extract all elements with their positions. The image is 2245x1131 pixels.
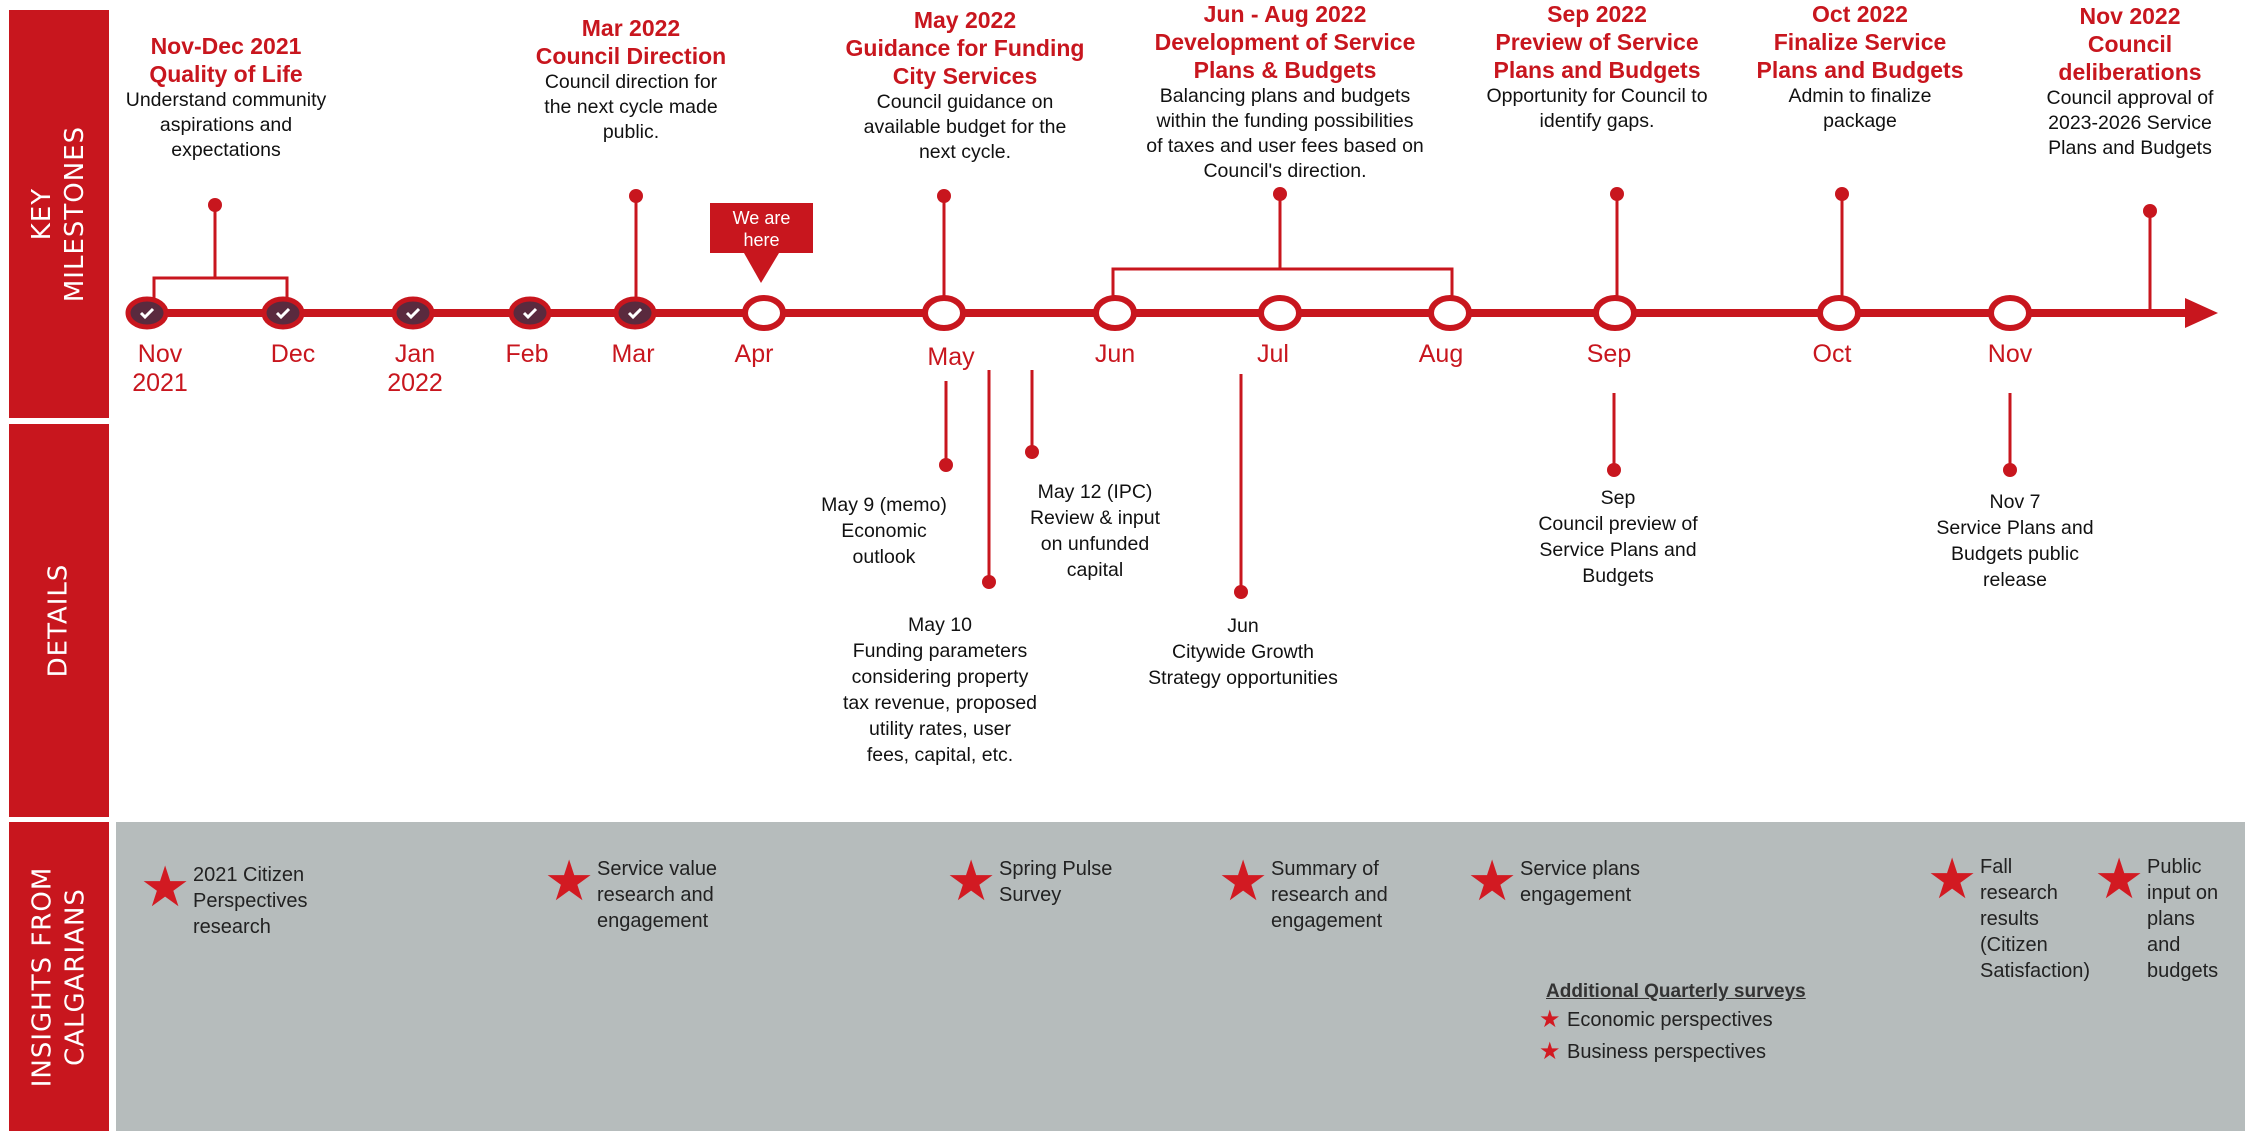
milestone-title: Mar 2022 Council Direction	[535, 15, 727, 69]
star-icon: ★	[140, 855, 191, 918]
milestone-description: Understand community aspirations and exp…	[125, 89, 327, 161]
milestone-pin-dots	[208, 187, 2157, 218]
star-icon: ★	[1467, 849, 1518, 912]
month-label-jul: Jul	[1257, 340, 1289, 368]
milestone-nov-2022: Nov 2022 Council deliberations Council a…	[2047, 2, 2214, 161]
insight-text: Public input on plans and budgets	[2147, 856, 2219, 982]
section-label-insights: INSIGHTS FROM CALGARIANS	[27, 866, 90, 1087]
month-label-may: May	[927, 343, 975, 371]
insight-service-plans-engagement: ★ Service plans engagement	[1467, 849, 1641, 912]
month-label-sep: Sep	[1586, 340, 1632, 368]
additional-surveys-heading: Additional Quarterly surveys	[1546, 981, 1806, 1002]
milestone-sep-2022: Sep 2022 Preview of Service Plans and Bu…	[1486, 0, 1707, 134]
month-label-jan-2022: Jan 2022	[387, 340, 443, 397]
milestone-title: Nov 2022 Council deliberations	[2058, 3, 2202, 85]
milestone-description: Council direction for the next cycle mad…	[544, 71, 718, 143]
star-icon: ★	[2094, 847, 2145, 910]
month-label-feb: Feb	[505, 340, 549, 368]
timeline-arrowhead	[2185, 298, 2218, 328]
detail-nov-7: Nov 7 Service Plans and Budgets public r…	[1936, 491, 2094, 591]
star-icon: ★	[1539, 1006, 1561, 1033]
month-label-dec: Dec	[270, 340, 316, 368]
month-label-aug: Aug	[1418, 340, 1464, 368]
month-label-nov: Nov	[1987, 340, 2033, 368]
milestone-oct-2022: Oct 2022 Finalize Service Plans and Budg…	[1756, 0, 1963, 134]
milestone-description: Balancing plans and budgets within the f…	[1146, 85, 1424, 182]
insight-text: Service value research and engagement	[597, 858, 718, 932]
survey-item-label: Business perspectives	[1567, 1041, 1766, 1063]
star-icon: ★	[1218, 849, 1269, 912]
insight-service-value: ★ Service value research and engagement	[544, 849, 718, 934]
milestone-nov-dec-2021: Nov-Dec 2021 Quality of Life Understand …	[126, 32, 327, 163]
detail-jun-growth: Jun Citywide Growth Strategy opportuniti…	[1148, 615, 1338, 689]
star-icon: ★	[544, 849, 595, 912]
we-are-here-callout: We are here	[710, 203, 813, 253]
past-month-markers	[125, 296, 657, 330]
milestone-may-2022: May 2022 Guidance for Funding City Servi…	[846, 6, 1085, 165]
milestone-title: May 2022 Guidance for Funding City Servi…	[845, 7, 1085, 89]
band-key-milestones: KEY MILESTONES	[9, 10, 109, 418]
star-icon: ★	[946, 849, 997, 912]
milestone-title: Oct 2022 Finalize Service Plans and Budg…	[1756, 1, 1964, 83]
survey-item: ★ Business perspectives	[1539, 1036, 1806, 1068]
band-insights: INSIGHTS FROM CALGARIANS	[9, 822, 109, 1131]
detail-may-9: May 9 (memo) Economic outlook	[821, 494, 947, 568]
survey-item: ★ Economic perspectives	[1539, 1004, 1806, 1036]
milestone-title: Nov-Dec 2021 Quality of Life	[149, 33, 303, 87]
star-icon: ★	[1927, 847, 1978, 910]
month-label-oct: Oct	[1812, 340, 1852, 368]
insight-text: Service plans engagement	[1520, 858, 1641, 906]
insight-fall-research: ★ Fall research results (Citizen Satisfa…	[1927, 847, 2091, 984]
milestone-title: Jun - Aug 2022 Development of Service Pl…	[1154, 1, 1416, 83]
milestone-description: Council approval of 2023-2026 Service Pl…	[2046, 87, 2214, 159]
future-month-markers	[742, 295, 2032, 331]
month-label-mar: Mar	[611, 340, 655, 368]
insight-text: Summary of research and engagement	[1271, 858, 1388, 932]
section-label-details: DETAILS	[43, 563, 74, 678]
insight-summary-research: ★ Summary of research and engagement	[1218, 849, 1388, 934]
milestone-connectors	[152, 194, 2152, 310]
insights-background	[116, 822, 2245, 1131]
band-details: DETAILS	[9, 424, 109, 817]
milestone-description: Council guidance on available budget for…	[863, 91, 1067, 163]
detail-may-12: May 12 (IPC) Review & input on unfunded …	[1029, 481, 1161, 581]
survey-item-label: Economic perspectives	[1567, 1009, 1773, 1031]
insight-public-input: ★ Public input on plans and budgets	[2094, 847, 2219, 984]
detail-may-10: May 10 Funding parameters considering pr…	[842, 614, 1038, 766]
milestone-title: Sep 2022 Preview of Service Plans and Bu…	[1493, 1, 1701, 83]
insight-text: Spring Pulse Survey	[999, 858, 1113, 906]
insight-text: 2021 Citizen Perspectives research	[193, 864, 308, 938]
detail-sep-preview: Sep Council preview of Service Plans and…	[1538, 487, 1698, 587]
insight-text: Fall research results (Citizen Satisfact…	[1980, 856, 2091, 982]
milestone-mar-2022: Mar 2022 Council Direction Council direc…	[536, 14, 726, 145]
insight-citizen-perspectives: ★ 2021 Citizen Perspectives research	[140, 855, 308, 940]
month-label-nov-2021: Nov 2021	[132, 340, 188, 397]
milestone-description: Admin to finalize package	[1788, 85, 1932, 132]
insight-spring-pulse: ★ Spring Pulse Survey	[946, 849, 1113, 912]
month-label-jun: Jun	[1094, 340, 1136, 368]
star-icon: ★	[1539, 1038, 1561, 1065]
section-label-key-milestones: KEY MILESTONES	[27, 125, 90, 303]
milestone-description: Opportunity for Council to identify gaps…	[1486, 85, 1708, 132]
additional-quarterly-surveys: Additional Quarterly surveys ★ Economic …	[1539, 980, 1806, 1068]
we-are-here-arrow	[744, 253, 779, 283]
milestone-jun-aug-2022: Jun - Aug 2022 Development of Service Pl…	[1146, 0, 1424, 184]
month-label-apr: Apr	[734, 340, 774, 368]
